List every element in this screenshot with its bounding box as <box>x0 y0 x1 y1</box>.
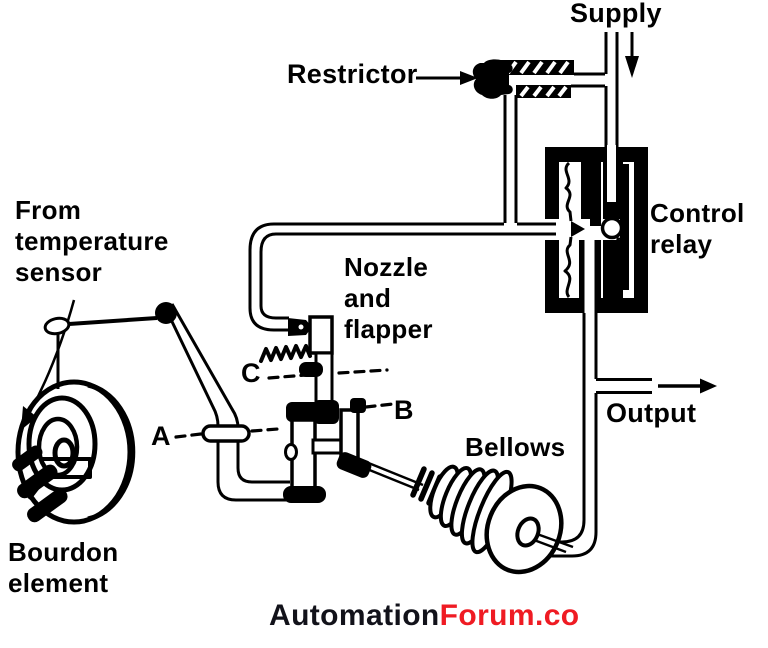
pivot-a-crossbar <box>201 424 251 443</box>
restrictor-assembly <box>472 59 605 99</box>
arrowhead <box>460 71 478 85</box>
restrictor-arrow <box>416 71 478 85</box>
diaphragm-button <box>571 221 585 237</box>
watermark: AutomationForum.co <box>269 599 580 633</box>
temperature-sensor-label-line2: temperature <box>15 226 169 256</box>
relay-feedback-channel-wall <box>620 164 629 290</box>
bourdon-fitting-1 <box>12 445 43 472</box>
bellows-rod-bottom <box>533 538 567 554</box>
arrowhead <box>21 406 37 430</box>
control-relay-label-line2: relay <box>650 229 713 259</box>
bellows-rod-top <box>536 532 574 549</box>
ball-valve <box>600 216 624 240</box>
flapper-bar <box>314 351 334 406</box>
valve-seat-nub <box>590 219 601 226</box>
point-b-leader <box>364 402 395 409</box>
relay-diaphragm <box>563 161 573 298</box>
nozzle-back-pressure-pipe <box>248 95 556 332</box>
link-bar <box>311 438 345 455</box>
temperature-sensor-arrow <box>21 299 76 430</box>
point-c-leader <box>267 368 389 380</box>
watermark-brand-black: Automation <box>269 599 440 632</box>
bourdon-coil-center <box>52 437 76 469</box>
bourdon-element-label-line1: Bourdon <box>8 537 119 567</box>
nozzle-flapper-label-line3: flapper <box>344 314 433 344</box>
bourdon-depth-arc <box>87 382 136 522</box>
supply-pipe <box>604 32 619 162</box>
temperature-sensor-label-line1: From <box>15 195 82 225</box>
bourdon-element-label: Bourdon element <box>8 537 118 599</box>
control-relay-label: Control relay <box>650 198 745 260</box>
lever2-top-lug-b <box>350 398 366 413</box>
bourdon-element-label-line2: element <box>8 568 109 598</box>
temperature-sensor-label-line3: sensor <box>15 257 103 287</box>
lever2-bottom-joint <box>336 452 372 478</box>
output-arrow <box>658 378 717 394</box>
lever-linkage-drawing <box>163 303 424 503</box>
lever1-bottom-joint <box>283 486 326 503</box>
temperature-sensor-label: From temperature sensor <box>15 195 169 288</box>
bourdon-fitting-2 <box>17 464 58 499</box>
output-label: Output <box>606 398 697 428</box>
nozzle-flapper-label-line1: Nozzle <box>344 252 429 282</box>
point-a-label: A <box>151 421 171 451</box>
nozzle-flapper-label-line2: and <box>344 283 392 313</box>
control-relay-label-line1: Control <box>650 198 745 228</box>
arrowhead <box>700 378 717 394</box>
nozzle-orifice <box>298 324 304 330</box>
valve-lever <box>606 237 621 300</box>
spring <box>259 344 312 363</box>
nozzle-block <box>308 315 334 355</box>
arrowhead <box>625 56 639 78</box>
bellows-label: Bellows <box>465 432 566 462</box>
bellows-hub <box>515 516 541 548</box>
bourdon-element-drawing <box>12 379 136 525</box>
output-bore <box>584 240 595 315</box>
point-a-leader <box>174 427 280 439</box>
point-c-label: C <box>241 358 261 388</box>
point-b-label: B <box>394 395 414 425</box>
sensor-linkage-drawing <box>43 302 177 389</box>
supply-label: Supply <box>570 0 662 28</box>
supply-bore <box>607 145 616 202</box>
bellows-link-rod-bottom <box>361 465 420 492</box>
strut-pipe-inner <box>170 303 290 484</box>
supply-arrow <box>625 32 639 78</box>
watermark-brand-red: Forum.co <box>439 599 580 632</box>
link-eye <box>43 316 71 336</box>
link-rod <box>68 316 158 326</box>
bellows-drawing <box>410 464 574 575</box>
nozzle-flapper-label: Nozzle and flapper <box>344 252 433 345</box>
restrictor-lower-wall <box>516 85 571 98</box>
bourdon-fitting-3 <box>27 488 68 523</box>
lever1-lug <box>284 443 298 461</box>
control-relay-drawing <box>545 145 648 315</box>
restrictor-body <box>472 59 513 99</box>
bellows-link-rod-top <box>365 460 424 487</box>
restrictor-label: Restrictor <box>287 59 418 89</box>
strut-pipe-outer <box>163 306 290 502</box>
lever1-top-joint <box>286 402 320 422</box>
flapper-pivot-c <box>299 362 323 377</box>
